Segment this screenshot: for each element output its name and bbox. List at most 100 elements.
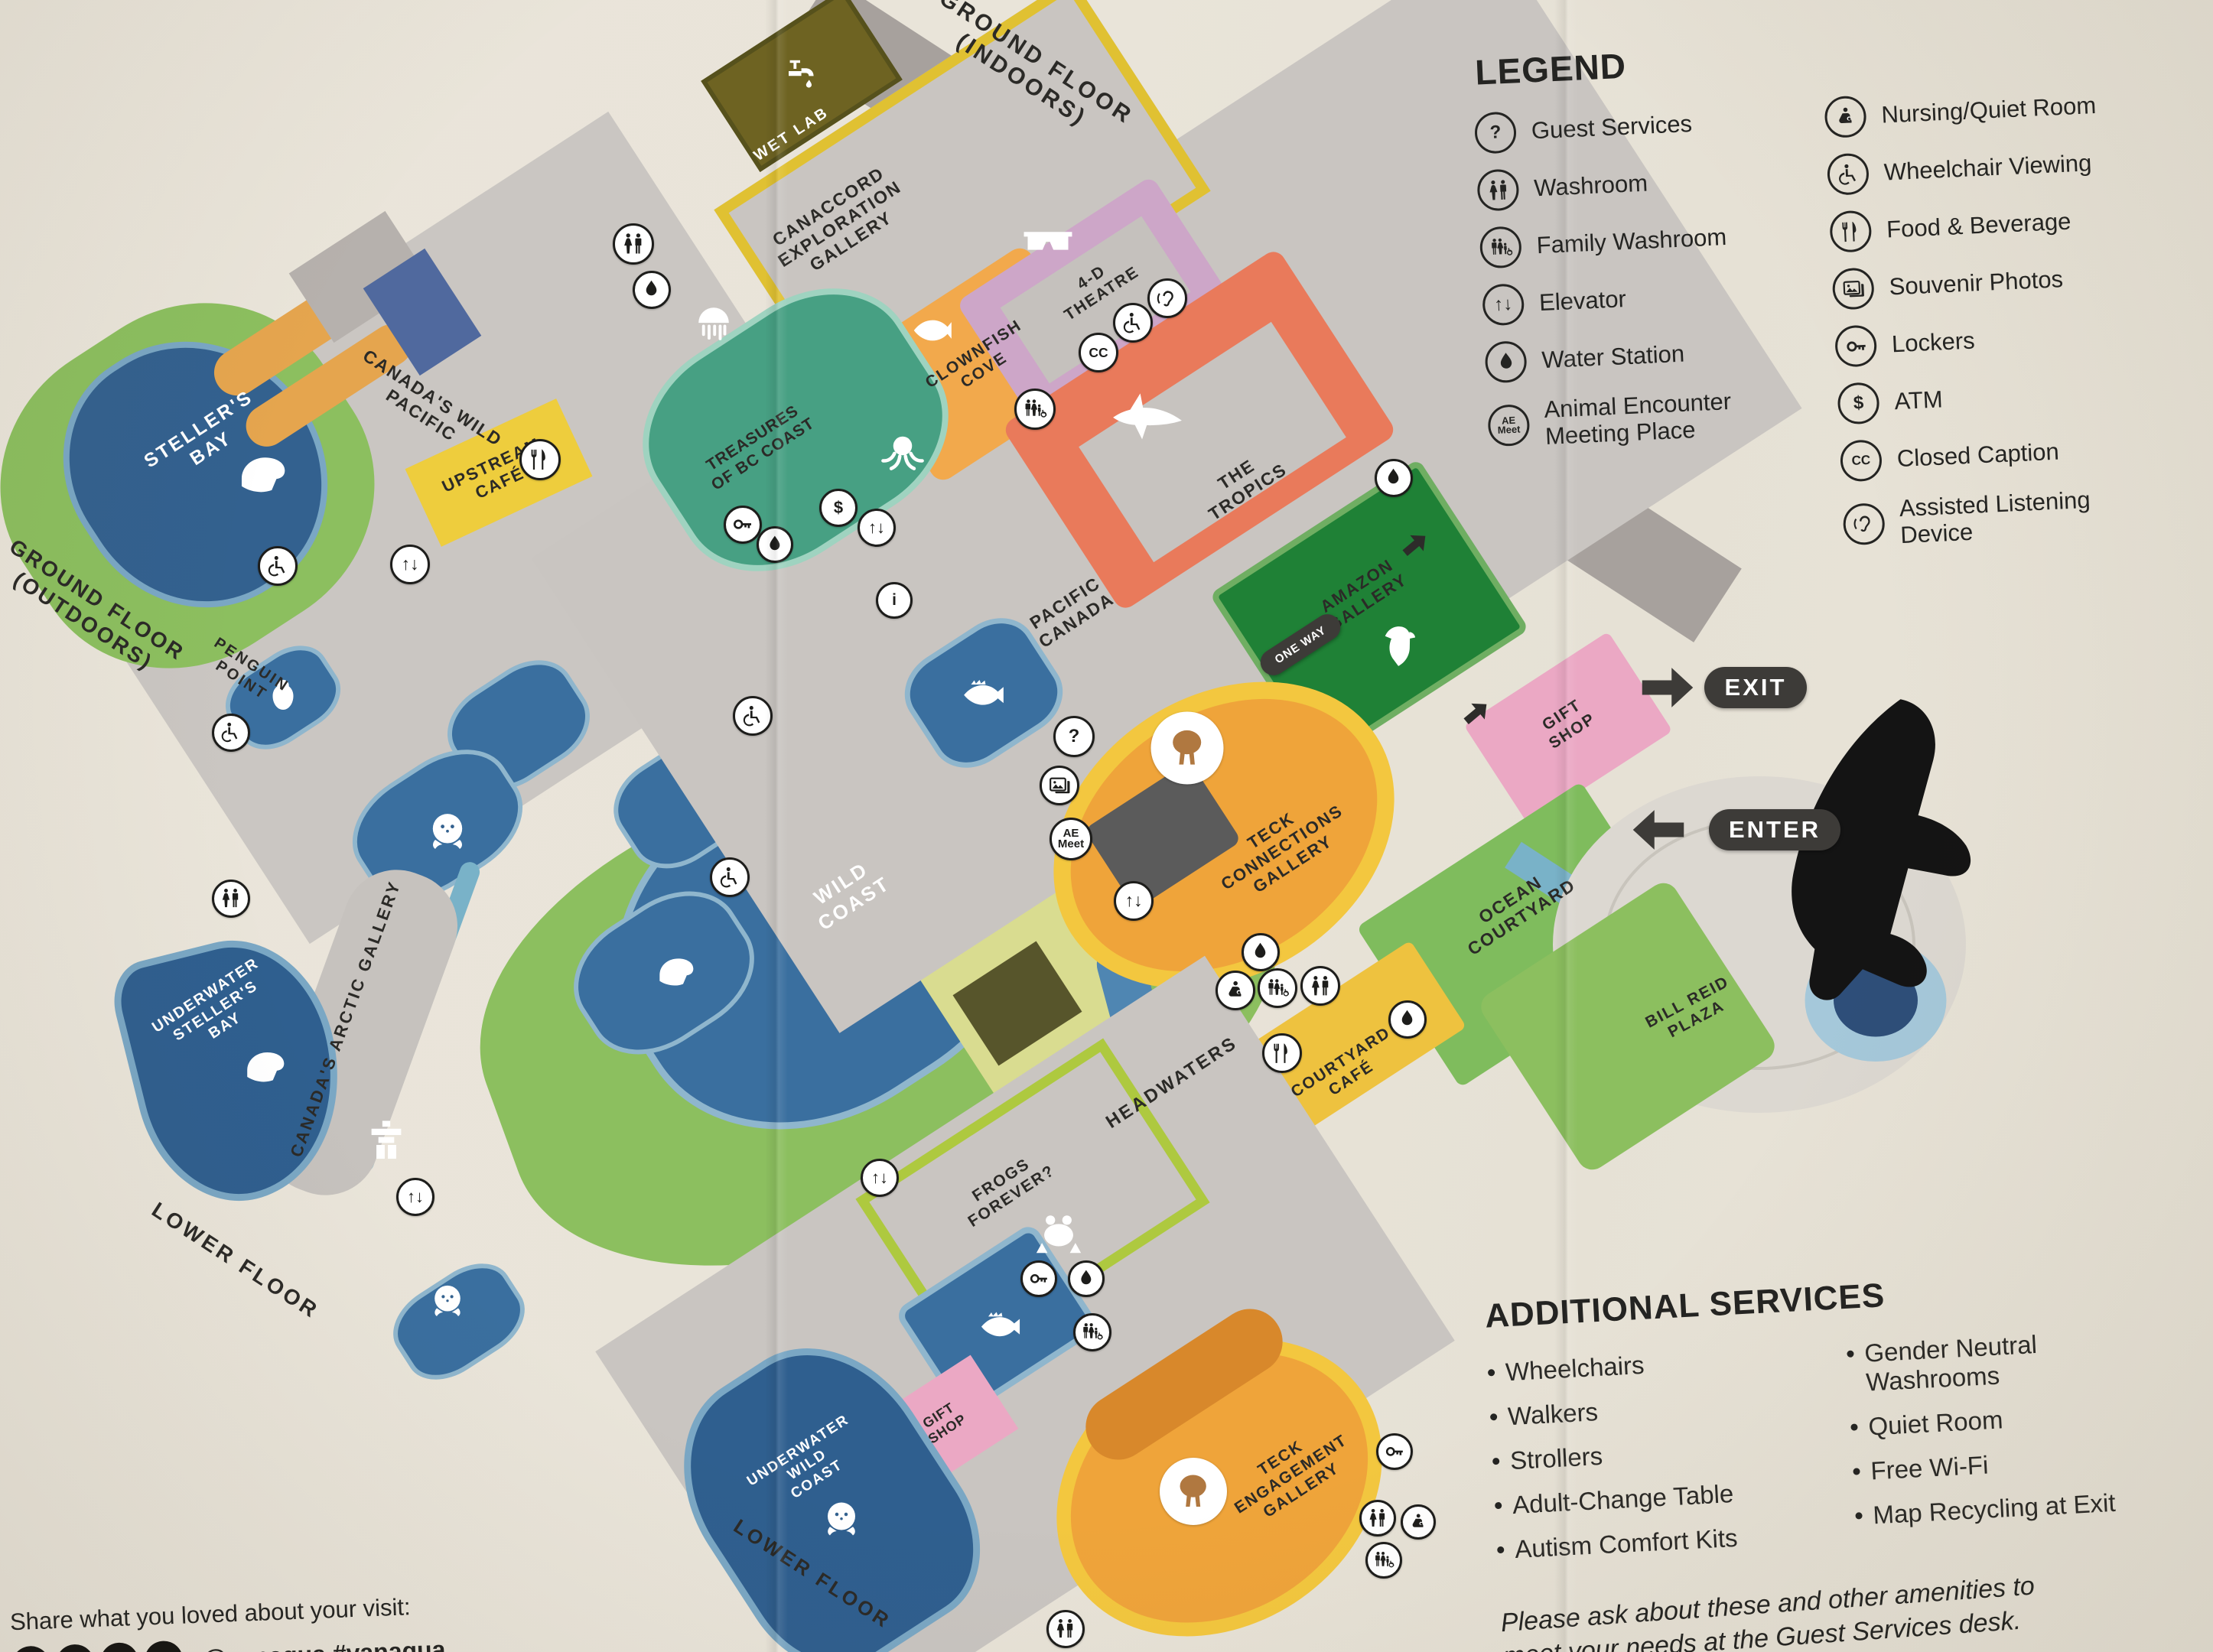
instagram-icon — [99, 1641, 140, 1652]
additional-service-label: Quiet Room — [1867, 1405, 2004, 1441]
water-station-icon — [633, 271, 671, 309]
legend-item-elevator: ↑↓Elevator — [1482, 271, 1805, 327]
exit-badge-label: EXIT — [1724, 674, 1787, 701]
seal-icon — [426, 1279, 469, 1322]
rockfish-icon — [976, 1300, 1025, 1349]
additional-service-item: Walkers — [1489, 1386, 1819, 1432]
additional-service-label: Free Wi-Fi — [1870, 1450, 1990, 1485]
legend-item-water-station: Water Station — [1484, 327, 1807, 384]
wheelchair-icon — [710, 857, 750, 897]
legend-item-label: Animal Encounter Meeting Place — [1543, 387, 1732, 450]
lockers-icon — [1376, 1433, 1413, 1470]
ae-meet-icon: AE Meet — [1050, 818, 1092, 860]
wheelchair-icon — [212, 714, 250, 752]
closed-caption-icon: CC — [1079, 333, 1118, 372]
nursing-icon — [1216, 971, 1255, 1010]
washroom-icon — [1300, 966, 1340, 1006]
legend-item-washroom: Washroom — [1476, 156, 1799, 212]
elevator-icon: ↑↓ — [868, 517, 885, 537]
fourd-glasses-icon — [1020, 215, 1076, 272]
water-station-icon — [1068, 1260, 1105, 1297]
jellyfish-icon — [692, 302, 736, 346]
family-washroom-icon — [1258, 968, 1297, 1008]
bullet-dot-icon — [1497, 1546, 1505, 1553]
legend-item-label: Washroom — [1533, 169, 1648, 201]
legend-item-label: Wheelchair Viewing — [1883, 148, 2093, 186]
elevator-icon: ↑↓ — [401, 554, 419, 574]
family-washroom-icon — [1479, 226, 1523, 269]
sea-lion-icon — [653, 945, 701, 994]
additional-service-label: Autism Comfort Kits — [1514, 1523, 1739, 1563]
wheelchair-icon — [260, 548, 295, 584]
wheelchair-icon — [735, 698, 770, 733]
guest-services-icon: ? — [1068, 725, 1080, 746]
lockers-icon — [1834, 324, 1878, 368]
lockers-icon — [1837, 327, 1875, 365]
additional-service-label: Map Recycling at Exit — [1872, 1488, 2117, 1530]
wheelchair-icon — [1113, 303, 1153, 343]
food-beverage-icon — [1264, 1036, 1300, 1071]
family-washroom-icon — [1073, 1313, 1111, 1351]
exit-badge: EXIT — [1704, 667, 1807, 708]
nursing-icon — [1826, 98, 1864, 136]
assisted-listening-icon — [1842, 502, 1886, 546]
walrus-icon — [1160, 1458, 1227, 1525]
additional-service-item: Wheelchairs — [1487, 1341, 1817, 1387]
inukshuk-icon — [363, 1116, 410, 1163]
water-station-icon — [1375, 459, 1413, 497]
elevator-icon: ↑↓ — [390, 545, 430, 584]
closed-caption-icon: CC — [1089, 344, 1108, 360]
bullet-dot-icon — [1850, 1423, 1858, 1431]
atm-icon: $ — [1837, 382, 1880, 425]
legend-item-atm: $ATM — [1837, 372, 2110, 425]
legend-item-label: Assisted Listening Device — [1899, 486, 2091, 548]
bullet-dot-icon — [1855, 1511, 1863, 1520]
water-station-icon — [1391, 1003, 1424, 1036]
water-station-icon — [757, 526, 793, 563]
wheelchair-icon — [1829, 155, 1867, 193]
washroom-icon — [214, 882, 248, 915]
water-station-icon — [1388, 1000, 1427, 1039]
legend-item-label: Nursing/Quiet Room — [1880, 91, 2097, 128]
walrus-icon — [1169, 1467, 1217, 1515]
share-strip: Share what you loved about your visit: @… — [9, 1582, 700, 1652]
closed-caption-icon: CC — [1851, 453, 1871, 469]
souvenir-photos-icon — [1042, 768, 1077, 803]
lower-left-pool — [379, 1248, 539, 1395]
sea-lion-icon — [239, 1038, 293, 1091]
wheelchair-icon — [733, 696, 773, 736]
arrow-right-icon — [1391, 521, 1439, 568]
octopus-icon — [878, 431, 927, 480]
souvenir-photos-icon — [1831, 267, 1875, 311]
legend-item-label: Guest Services — [1531, 109, 1693, 145]
food-beverage-icon — [522, 441, 558, 478]
legend-item-label: Family Washroom — [1535, 223, 1727, 259]
sea-lion-icon — [239, 1038, 293, 1091]
souvenir-photos-icon — [1834, 269, 1873, 307]
legend-item-food-beverage: Food & Beverage — [1829, 200, 2102, 253]
clownfish-icon — [908, 307, 955, 354]
faucet-icon — [783, 55, 820, 92]
water-station-icon — [1484, 340, 1528, 384]
guest-services-icon: ? — [1489, 122, 1502, 144]
inukshuk-icon — [363, 1116, 410, 1163]
additional-service-label: Strollers — [1509, 1441, 1603, 1475]
atm-icon: $ — [1853, 392, 1864, 414]
legend-item-lockers: Lockers — [1834, 314, 2107, 368]
washroom-icon — [613, 223, 654, 265]
additional-service-item: Map Recycling at Exit — [1855, 1485, 2185, 1530]
youtube-icon — [144, 1640, 184, 1652]
arrow-right-icon — [1453, 689, 1500, 737]
food-beverage-icon — [1829, 210, 1873, 253]
additional-service-label: Adult-Change Table — [1512, 1478, 1735, 1519]
ae-meet-icon: AE Meet — [1487, 403, 1531, 447]
legend-item-wheelchair: Wheelchair Viewing — [1826, 142, 2100, 196]
frog-icon — [1032, 1206, 1085, 1260]
penguin-icon — [262, 675, 304, 717]
legend-item-souvenir-photos: Souvenir Photos — [1831, 257, 2105, 311]
